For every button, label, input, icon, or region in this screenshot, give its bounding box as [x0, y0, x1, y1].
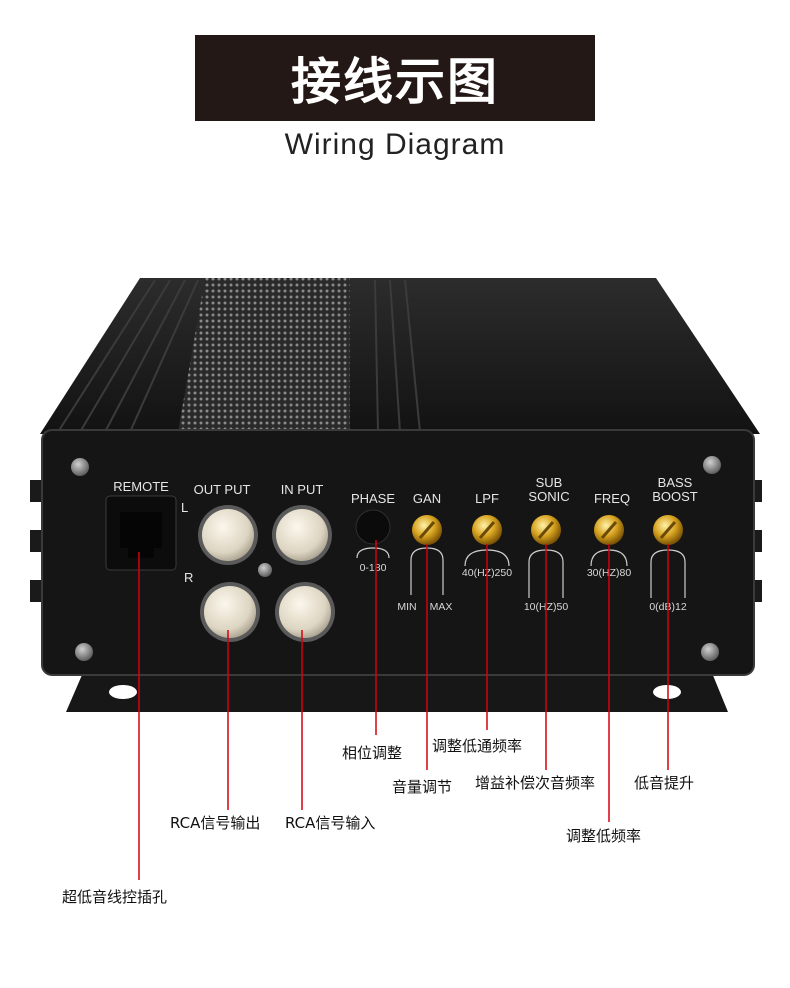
mount-hole-right — [653, 685, 681, 699]
label-lpf: LPF — [475, 491, 499, 506]
page-subtitle: Wiring Diagram — [284, 128, 506, 161]
label-out-put: OUT PUT — [194, 482, 251, 497]
mount-hole-left — [109, 685, 137, 699]
callout-bass-boost: 低音提升 — [634, 774, 695, 792]
label-right-channel: R — [184, 570, 193, 585]
callout-rca-out: RCA信号输出 — [170, 814, 261, 832]
label-gain-min: MIN — [397, 601, 416, 613]
label-freq: FREQ — [594, 491, 630, 506]
label-sonic: SONIC — [528, 489, 569, 504]
label-phase-range: 0-180 — [360, 562, 387, 574]
leader-lines — [138, 540, 669, 880]
callout-gain: 音量调节 — [392, 778, 453, 796]
page-title: 接线示图 — [291, 53, 499, 111]
label-left-channel: L — [181, 500, 188, 515]
callout-rca-in: RCA信号输入 — [285, 814, 376, 832]
callout-lpf: 调整低通频率 — [432, 737, 523, 755]
label-remote: REMOTE — [113, 479, 169, 494]
callout-subsonic: 增益补偿次音频率 — [475, 774, 596, 792]
callout-freq: 调整低频率 — [566, 827, 642, 845]
gold-knobs — [412, 515, 683, 545]
callout-phase: 相位调整 — [342, 744, 403, 762]
callout-remote: 超低音线控插孔 — [62, 888, 168, 906]
label-phase: PHASE — [351, 491, 395, 506]
label-in-put: IN PUT — [281, 482, 324, 497]
vent-mesh — [178, 278, 350, 432]
remote-jack — [105, 495, 177, 571]
amplifier-top-body — [40, 278, 760, 434]
mounting-bracket — [66, 668, 728, 712]
phase-switch — [355, 509, 391, 545]
label-boost: BOOST — [652, 489, 698, 504]
rca-plugs — [198, 505, 335, 642]
label-bass: BASS — [658, 475, 693, 490]
title-banner: 接线示图 — [195, 35, 595, 121]
label-gain: GAN — [413, 491, 441, 506]
corner-screws — [71, 456, 721, 661]
label-gain-max: MAX — [430, 601, 453, 613]
label-sub: SUB — [536, 475, 563, 490]
